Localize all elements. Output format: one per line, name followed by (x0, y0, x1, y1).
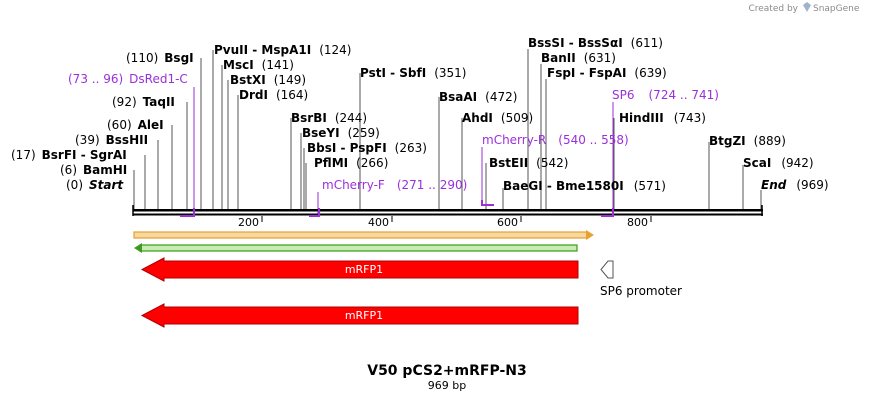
map-subtitle: 969 bp (428, 379, 466, 392)
site-drdi: DrdI(164) (239, 88, 308, 102)
site-ahdi: AhdI(509) (462, 111, 533, 125)
site-bseyi: BseYI(259) (302, 126, 380, 140)
snapgene-logo-icon (803, 2, 811, 12)
credit-brand: SnapGene (813, 4, 860, 14)
feature-label: mRFP1 (345, 263, 383, 276)
site-msci: MscI(141) (223, 58, 294, 72)
site-taqii: (92)TaqII (112, 95, 175, 109)
tick-label: 800 (627, 216, 648, 229)
site-psti-sbfi: PstI - SbfI(351) (360, 66, 466, 80)
tick-label: 200 (238, 216, 259, 229)
primer-labels: (73 .. 96)DsRed1-C mCherry-F(271 .. 290)… (68, 72, 719, 192)
sequence-backbone (132, 205, 763, 216)
primer-mark-mcherry-f (309, 208, 320, 217)
feature-label: mRFP1 (345, 309, 383, 322)
site-bsaai: BsaAI(472) (439, 90, 517, 104)
site-alei: (60)AleI (107, 118, 164, 132)
promoter-label: SP6 promoter (600, 284, 682, 298)
site-scai: ScaI(942) (743, 156, 814, 170)
site-end: End(969) (761, 178, 829, 192)
site-bbsi-pspfi: BbsI - PspFI(263) (307, 141, 427, 155)
tick-label: 400 (368, 216, 389, 229)
site-bsrfi-sgrai: (17)BsrFI - SgrAI (11, 148, 127, 162)
primer-sp6: SP6(724 .. 741) (612, 88, 719, 102)
orf-forward (133, 230, 594, 240)
site-bstxi: BstXI(149) (230, 73, 306, 87)
credit-prefix: Created by (748, 4, 798, 14)
tick-label: 600 (497, 216, 518, 229)
site-pflmi: PflMI(266) (314, 156, 388, 170)
site-bsrbi: BsrBI(244) (291, 111, 367, 125)
site-hindiii: HindIII(743) (619, 111, 706, 125)
ruler: 200 400 600 800 (238, 216, 652, 229)
site-bamhi: (6)BamHI (60, 163, 127, 177)
promoter-arrow-icon (600, 260, 614, 279)
primer-mark-sp6 (601, 208, 614, 217)
primer-mcherry-r: mCherry-R(540 .. 558) (482, 133, 629, 147)
primer-binding-marks (180, 200, 614, 217)
promoter-sp6: SP6 promoter (600, 260, 682, 298)
site-bsteii: BstEII(542) (489, 156, 568, 170)
site-leader-lines (133, 49, 762, 210)
orf-reverse (134, 243, 578, 253)
site-baegi-bme1580i: BaeGI - Bme1580I(571) (503, 179, 666, 193)
site-bsshii: (39)BssHII (75, 133, 148, 147)
site-btgzi: BtgZI(889) (709, 134, 786, 148)
primer-dsred1-c: (73 .. 96)DsRed1-C (68, 72, 188, 86)
site-fspi-fspai: FspI - FspAI(639) (547, 66, 667, 80)
site-banii: BanII(631) (541, 51, 616, 65)
snapgene-credit: Created by SnapGene (748, 2, 860, 14)
primer-mark-dsred1-c (180, 208, 195, 217)
feature-mrfp1-1: mRFP1 (140, 257, 579, 282)
feature-mrfp1-2: mRFP1 (140, 303, 579, 328)
site-bsssi-bsssai: BssSI - BssSαI(611) (528, 36, 663, 50)
map-title: V50 pCS2+mRFP-N3 (367, 363, 527, 379)
primer-mcherry-f: mCherry-F(271 .. 290) (322, 178, 467, 192)
site-pvuii-mspa1i: PvuII - MspA1I(124) (214, 43, 351, 57)
primer-mark-mcherry-r (481, 200, 494, 206)
site-bsgi: (110)BsgI (126, 51, 194, 65)
site-start: (0)Start (66, 178, 124, 192)
restriction-sites: (0)Start (6)BamHI (17)BsrFI - SgrAI (39)… (11, 36, 829, 193)
